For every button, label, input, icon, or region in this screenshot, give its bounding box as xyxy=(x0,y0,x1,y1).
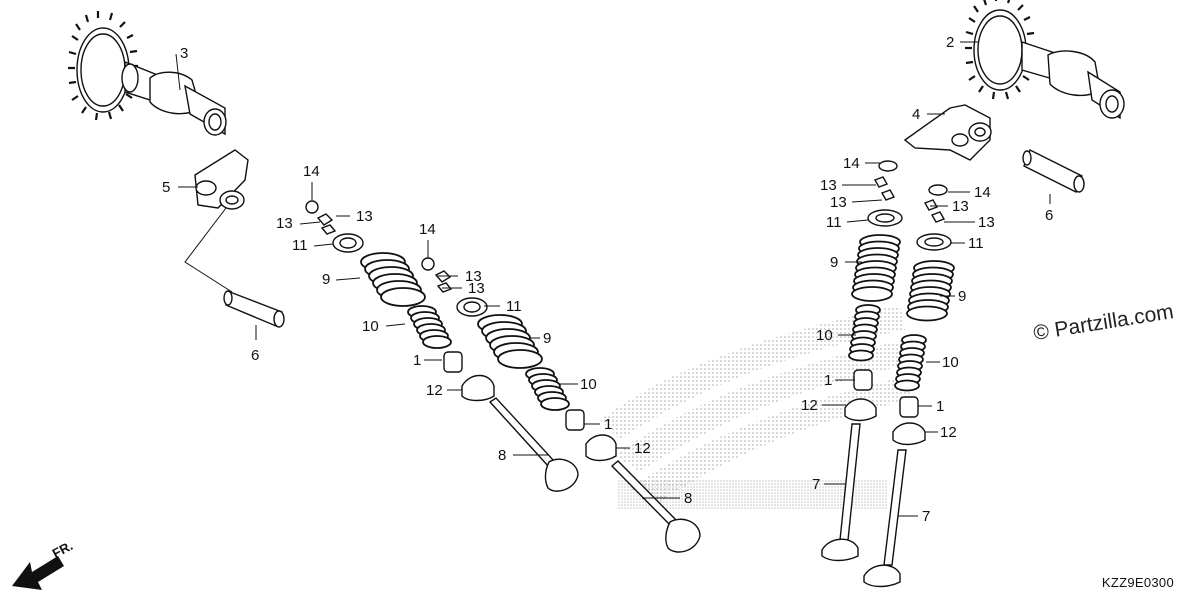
callout-13-b: 13 xyxy=(356,208,373,225)
spring-coil xyxy=(848,349,874,362)
spring-coil xyxy=(497,349,543,369)
callout-3: 3 xyxy=(180,45,188,62)
rocker-shaft-right xyxy=(1022,149,1085,193)
callout-12-c: 12 xyxy=(801,397,818,414)
callout-10-d: 10 xyxy=(942,354,959,371)
spring-coil xyxy=(906,305,948,322)
outer-spring-left-a xyxy=(360,252,426,307)
valve-left-a xyxy=(488,397,579,492)
outer-spring-left-b xyxy=(477,314,543,369)
callout-14-a: 14 xyxy=(303,163,320,180)
callout-9-c: 9 xyxy=(830,254,838,271)
front-direction-arrow-icon xyxy=(12,556,64,590)
callout-6-right: 6 xyxy=(1045,207,1053,224)
spring-coil xyxy=(894,379,920,392)
callout-5: 5 xyxy=(162,179,170,196)
callout-14-d: 14 xyxy=(974,184,991,201)
rocker-arm-right xyxy=(903,104,992,161)
callout-13-h: 13 xyxy=(978,214,995,231)
callout-13-a: 13 xyxy=(276,215,293,232)
spring-coil xyxy=(851,286,893,302)
callout-4: 4 xyxy=(912,106,920,123)
callout-14-c: 14 xyxy=(843,155,860,172)
callout-13-d: 13 xyxy=(468,280,485,297)
inner-spring-left-a xyxy=(407,305,452,349)
camshaft-right xyxy=(965,0,1125,120)
callout-12-d: 12 xyxy=(940,424,957,441)
valve-springs xyxy=(360,234,955,411)
callout-10-b: 10 xyxy=(580,376,597,393)
valve-cotter-set-b xyxy=(421,257,488,317)
valve-right-b xyxy=(863,449,907,588)
callout-10-a: 10 xyxy=(362,318,379,335)
callout-11-a: 11 xyxy=(292,237,308,254)
callout-leaders xyxy=(175,41,1051,517)
callout-9-a: 9 xyxy=(322,271,330,288)
outer-spring-right-a xyxy=(851,234,901,302)
inner-spring-right-a xyxy=(848,304,881,362)
callout-6-left: 6 xyxy=(251,347,259,364)
callout-1-a: 1 xyxy=(413,352,421,369)
callout-8-b: 8 xyxy=(684,490,692,507)
callout-1-c: 1 xyxy=(824,372,832,389)
callout-2: 2 xyxy=(946,34,954,51)
stem-seal-and-seat-right xyxy=(844,369,926,446)
callout-7-b: 7 xyxy=(922,508,930,525)
callout-8-a: 8 xyxy=(498,447,506,464)
callout-9-d: 9 xyxy=(958,288,966,305)
callout-1-d: 1 xyxy=(936,398,944,415)
callout-13-g: 13 xyxy=(952,198,969,215)
spring-coil xyxy=(422,335,452,349)
spring-coil xyxy=(540,397,570,411)
valve-cotter-set-d xyxy=(916,184,952,251)
callout-11-c: 11 xyxy=(826,214,842,231)
stem-seal-and-seat-left xyxy=(443,351,617,462)
valve-cotter-set-c xyxy=(867,160,903,227)
spring-coil xyxy=(380,287,426,307)
valve-cotter-set-a xyxy=(305,200,364,253)
callout-labels: 3 2 4 5 6 6 14 13 13 11 9 10 1 12 8 14 1… xyxy=(162,34,1053,525)
inner-spring-left-b xyxy=(525,367,570,411)
callout-12-b: 12 xyxy=(634,440,651,457)
callout-11-b: 11 xyxy=(506,298,522,315)
callout-1-b: 1 xyxy=(604,416,612,433)
valve-right-a xyxy=(821,423,861,562)
callout-12-a: 12 xyxy=(426,382,443,399)
callout-13-e: 13 xyxy=(820,177,837,194)
inner-spring-right-b xyxy=(894,334,927,392)
callout-10-c: 10 xyxy=(816,327,833,344)
callout-13-f: 13 xyxy=(830,194,847,211)
callout-9-b: 9 xyxy=(543,330,551,347)
callout-14-b: 14 xyxy=(419,221,436,238)
callout-11-d: 11 xyxy=(968,235,984,252)
callout-7-a: 7 xyxy=(812,476,820,493)
diagram-reference-code: KZZ9E0300 xyxy=(1101,575,1174,590)
rocker-shaft-left xyxy=(223,290,285,328)
valve-left-b xyxy=(610,460,701,553)
outer-spring-right-b xyxy=(906,260,955,322)
callout-13-c: 13 xyxy=(465,268,482,285)
rocker-arm-left xyxy=(194,149,249,210)
camshaft-left xyxy=(68,11,227,136)
